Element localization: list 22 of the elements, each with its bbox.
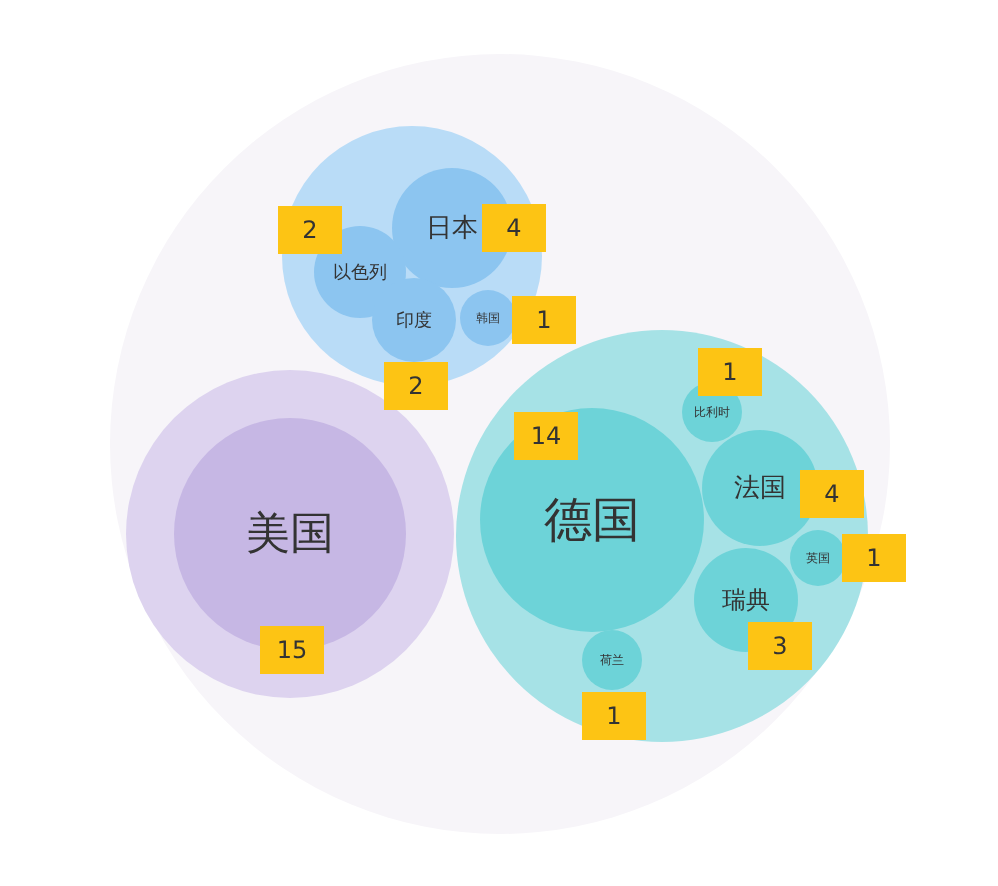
- country-bubble: [480, 408, 704, 632]
- value-badge: 2: [384, 362, 448, 410]
- value-badge: 1: [512, 296, 576, 344]
- value-badge: 3: [748, 622, 812, 670]
- value-badge: 1: [842, 534, 906, 582]
- value-badge: 4: [800, 470, 864, 518]
- country-label: 瑞典: [722, 583, 770, 617]
- value-badge: 1: [582, 692, 646, 740]
- country-label: 德国: [544, 490, 640, 552]
- value-badge: 15: [260, 626, 324, 674]
- country-bubble: [582, 630, 642, 690]
- country-label: 法国: [734, 472, 786, 506]
- country-bubble: [460, 290, 516, 346]
- country-label: 印度: [396, 309, 432, 333]
- country-label: 以色列: [333, 261, 387, 285]
- value-badge: 4: [482, 204, 546, 252]
- value-badge: 2: [278, 206, 342, 254]
- country-bubble: [790, 530, 846, 586]
- country-label: 日本: [426, 212, 478, 246]
- value-badge: 1: [698, 348, 762, 396]
- country-label: 美国: [246, 508, 334, 564]
- value-badge: 14: [514, 412, 578, 460]
